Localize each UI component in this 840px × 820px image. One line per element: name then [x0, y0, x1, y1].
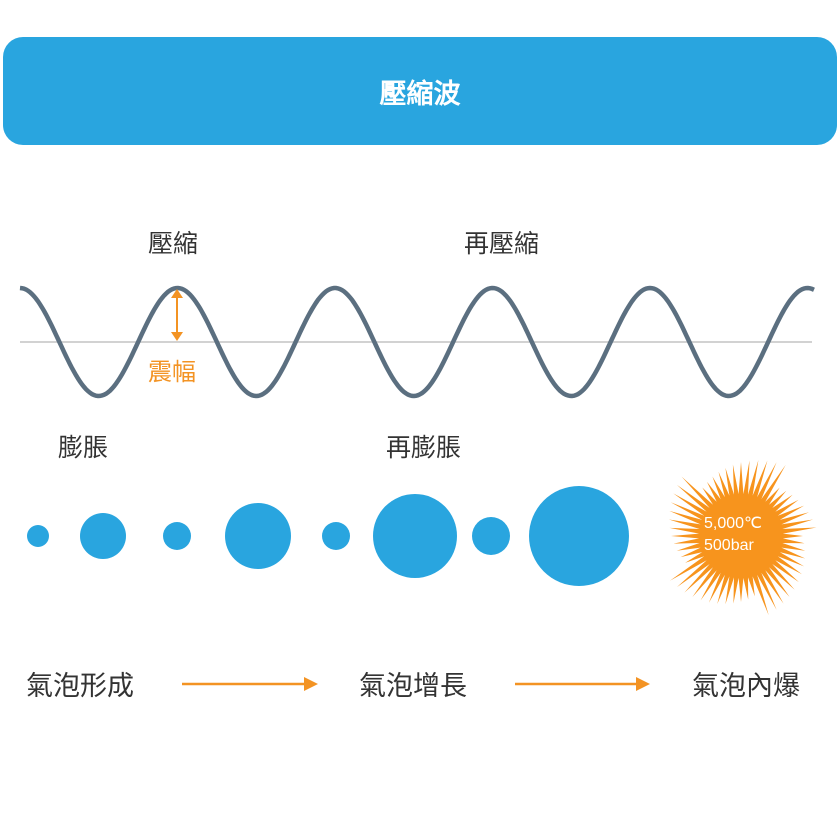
title: 壓縮波: [379, 78, 461, 110]
pressure: 500bar: [704, 537, 754, 554]
bubbles: [27, 486, 629, 586]
stage-implosion: 氣泡內爆: [692, 671, 800, 702]
temperature: 5,000℃: [704, 515, 763, 532]
bubble: [163, 522, 191, 550]
amplitude-arrow: [171, 289, 183, 341]
label-reexpand: 再膨脹: [386, 433, 462, 462]
title-banner: 壓縮波: [3, 37, 837, 145]
bubble: [80, 513, 126, 559]
explosion-starburst: [668, 460, 817, 616]
explosion-text: 5,000℃ 500bar: [704, 513, 762, 557]
bubble: [322, 522, 350, 550]
stage-growth: 氣泡增長: [359, 671, 467, 702]
label-recompress: 再壓縮: [464, 229, 540, 258]
bubble: [529, 486, 629, 586]
sine-wave: [19, 285, 815, 399]
bubble: [472, 517, 510, 555]
bubble: [27, 525, 49, 547]
bubble: [373, 494, 457, 578]
bubble: [225, 503, 291, 569]
label-compress: 壓縮: [148, 229, 199, 258]
label-amplitude: 震幅: [148, 358, 196, 386]
stage-formation: 氣泡形成: [26, 671, 134, 702]
arrows: [182, 677, 650, 691]
label-expand: 膨脹: [58, 433, 109, 462]
